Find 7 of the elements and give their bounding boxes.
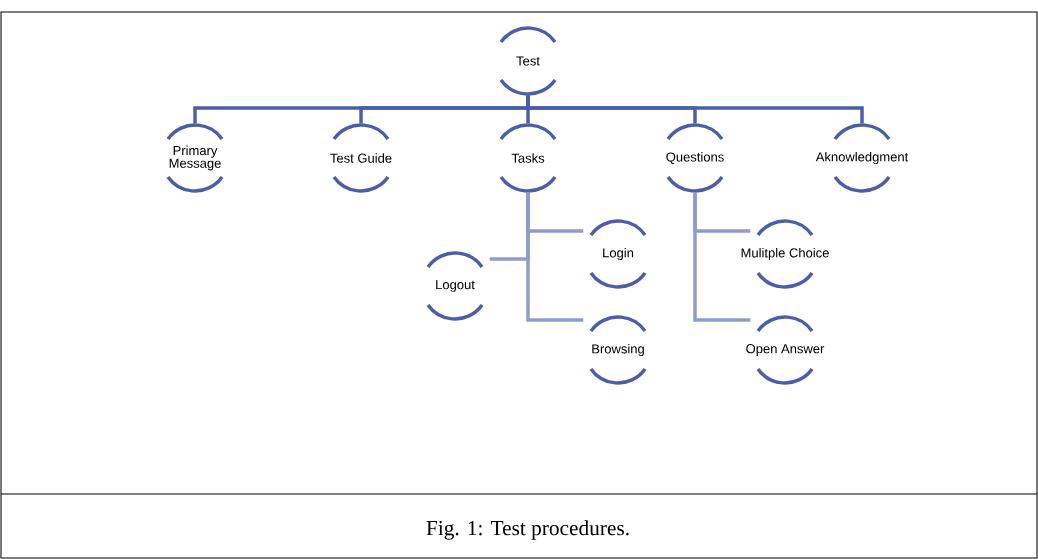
caption: Fig. 1: Test procedures. — [426, 520, 629, 540]
circle-node: Aknowledgment — [815, 123, 909, 193]
connector-line — [526, 95, 864, 124]
connector-line — [526, 192, 584, 322]
circle-node: Mulitple Choice — [741, 219, 829, 289]
circle-node: Open Answer — [746, 315, 825, 385]
connector-line — [693, 192, 751, 322]
